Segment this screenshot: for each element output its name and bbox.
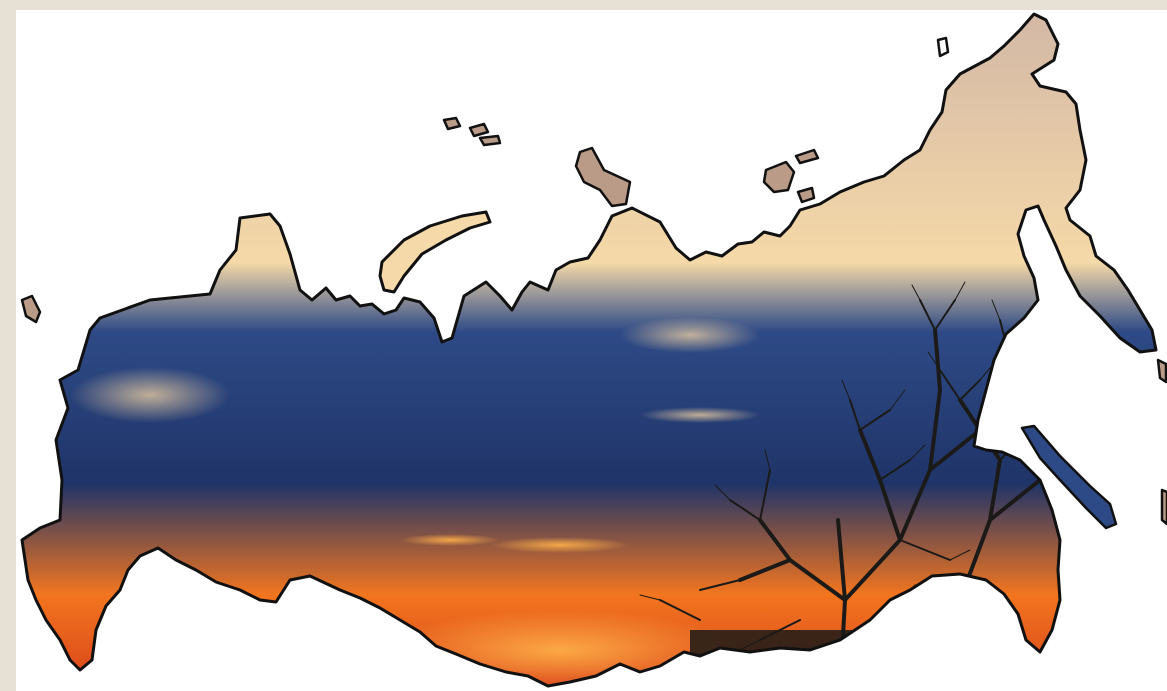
islands bbox=[20, 36, 1167, 530]
mainland-outline bbox=[20, 12, 1158, 688]
island-novaya-zemlya bbox=[378, 210, 492, 294]
